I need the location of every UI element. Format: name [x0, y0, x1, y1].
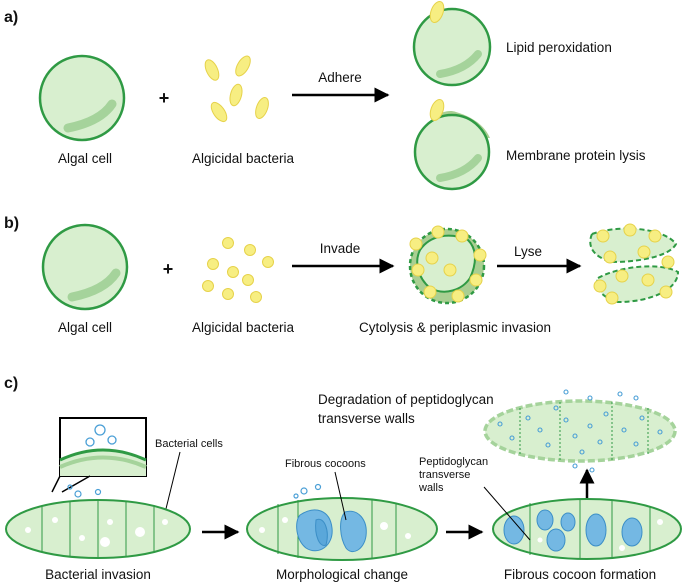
panel-c-label: c)	[4, 375, 18, 392]
panel-c-filament-cocoon	[492, 498, 682, 560]
bacterium	[235, 55, 251, 77]
panel-c-bacterial-cells-label: Bacterial cells	[155, 438, 223, 450]
panel-c-filament-morphological	[246, 483, 438, 561]
panel-c-stage-2-label: Morphological change	[276, 567, 408, 582]
panel-c-degradation-line2: transverse walls	[318, 411, 415, 426]
panel-c-filament-degraded	[483, 389, 677, 473]
panel-c-stage-3-label: Fibrous cocoon formation	[504, 567, 656, 582]
bacterium	[222, 288, 234, 300]
panel-c-peptidoglycan-line1: Peptidoglycan	[419, 456, 488, 468]
panel-a-algal-cell-label: Algal cell	[58, 151, 112, 166]
leader-line	[334, 471, 347, 521]
panel-c-zoom-inset	[51, 417, 147, 493]
bacterium	[255, 96, 269, 120]
panel-a-membrane-cell	[413, 98, 491, 191]
bacterium	[204, 59, 220, 81]
panel-b-bacteria-group	[202, 237, 274, 303]
bacterium	[222, 237, 234, 249]
panel-c-peptidoglycan-line2: transverse	[419, 469, 470, 481]
bacterium	[229, 83, 243, 107]
panel-c-stage-1-label: Bacterial invasion	[45, 567, 151, 582]
bacterium	[227, 266, 239, 278]
panel-c-peptidoglycan-line3: walls	[418, 482, 444, 494]
panel-a-bacteria-label: Algicidal bacteria	[192, 151, 295, 166]
panel-a-plus-sign: +	[159, 88, 170, 108]
panel-a-outcome-2: Membrane protein lysis	[506, 148, 646, 163]
bacterium	[207, 258, 219, 270]
bacterium	[244, 244, 256, 256]
panel-a-lipid-cell	[412, 0, 492, 87]
bacterium	[250, 291, 262, 303]
panel-b-invade-label: Invade	[320, 241, 361, 256]
adhered-bacterium	[429, 0, 445, 24]
panel-c: c) Bacterial cells	[4, 375, 682, 582]
panel-a-algal-cell	[38, 54, 126, 142]
panel-b-algal-cell-label: Algal cell	[58, 320, 112, 335]
panel-a-bacteria-group	[204, 55, 269, 123]
bacterium	[242, 274, 254, 286]
panel-b-lyse-label: Lyse	[514, 244, 542, 259]
panel-b-bacteria-label: Algicidal bacteria	[192, 320, 295, 335]
panel-b-label: b)	[4, 215, 19, 232]
panel-c-fibrous-cocoons-label: Fibrous cocoons	[285, 458, 366, 470]
panel-b-stage-label: Cytolysis & periplasmic invasion	[359, 320, 551, 335]
panel-c-degradation-line1: Degradation of peptidoglycan	[318, 392, 494, 407]
panel-a-label: a)	[4, 9, 18, 26]
bacterium	[210, 101, 228, 123]
panel-c-filament-invasion	[5, 484, 191, 559]
panel-b-plus-sign: +	[163, 259, 174, 279]
panel-a-adhere-label: Adhere	[318, 70, 362, 85]
panel-a: a) Algal cell + Algicidal bacteria Adher…	[4, 0, 646, 191]
panel-b: b) Algal cell + Algicidal bacteria Invad…	[4, 215, 680, 335]
panel-b-invaded-cell	[408, 225, 487, 305]
panel-a-outcome-1: Lipid peroxidation	[506, 40, 612, 55]
panel-b-lysed-cell	[589, 223, 680, 305]
bacterium	[202, 280, 214, 292]
leader-line	[483, 486, 531, 541]
adhered-bacterium	[429, 98, 445, 122]
panel-b-algal-cell	[41, 223, 129, 311]
bacterium	[262, 256, 274, 268]
